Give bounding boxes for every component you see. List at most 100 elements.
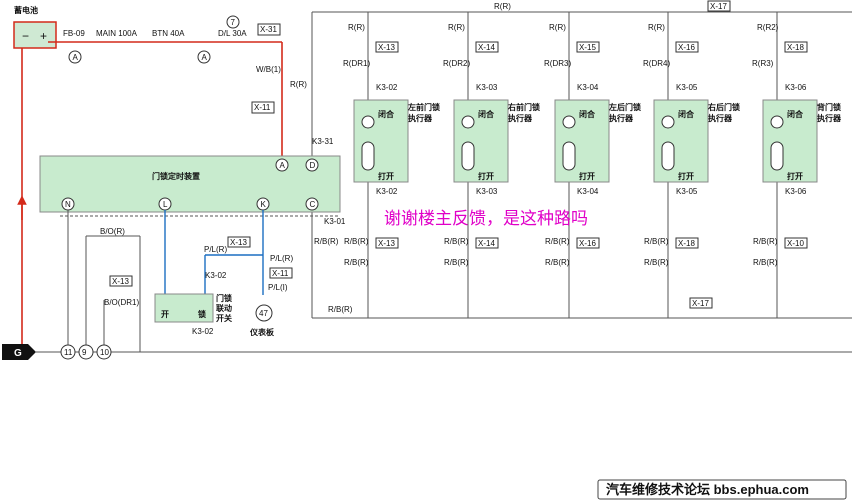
actuator-ktop: K3-06 bbox=[785, 83, 807, 92]
actuator-rtop: R(R) bbox=[648, 23, 665, 32]
actuator-close: 闭合 bbox=[678, 109, 695, 119]
actuator-4: R(R)R(DR4)K3-05闭合打开右后门锁执行器K3-05R/B(R)R/B… bbox=[643, 12, 740, 318]
actuator-rb2: R/B(R) bbox=[444, 258, 469, 267]
actuator-ktop: K3-05 bbox=[676, 83, 698, 92]
x13-left-box bbox=[109, 275, 133, 287]
door-lock-link-switch: 开 锁 门锁 联动 开关 bbox=[154, 293, 232, 323]
actuator-xtop: X-18 bbox=[787, 43, 804, 52]
actuator-rb: R/B(R) bbox=[545, 237, 570, 246]
actuator-ktop: K3-04 bbox=[577, 83, 599, 92]
wire-x11b: X-11 bbox=[272, 269, 289, 278]
actuator-xbot-box bbox=[675, 237, 699, 249]
wire-rr-left: R(R) bbox=[290, 80, 307, 89]
timer-pin-n: N bbox=[65, 200, 71, 209]
fuse-seven-circle bbox=[226, 15, 240, 29]
motor-icon bbox=[661, 115, 675, 129]
wire-bodr1: B/O(DR1) bbox=[104, 298, 139, 307]
battery-label: 蓄电池 bbox=[14, 5, 38, 15]
actuator-box bbox=[453, 99, 509, 183]
wire-k3-01: K3-01 bbox=[324, 217, 346, 226]
ground-label: G bbox=[14, 348, 22, 359]
footer-box bbox=[597, 479, 847, 500]
actuator-kbot: K3-06 bbox=[785, 187, 807, 196]
actuator-xtop-box bbox=[576, 41, 600, 53]
footer-text: 汽车维修技术论坛 bbs.ephua.com bbox=[606, 482, 809, 497]
motor-icon bbox=[770, 115, 784, 129]
battery-plus: + bbox=[40, 29, 47, 43]
timer-pin-c: C bbox=[310, 200, 316, 209]
actuator-rb: R/B(R) bbox=[644, 237, 669, 246]
actuator-close: 闭合 bbox=[378, 109, 395, 119]
wire-x13-mid: X-13 bbox=[230, 238, 247, 247]
actuator-xtop: X-16 bbox=[678, 43, 695, 52]
ground-connector bbox=[2, 344, 36, 360]
actuator-box bbox=[762, 99, 818, 183]
x31-box bbox=[257, 23, 281, 36]
wire-x17-bot: X-17 bbox=[692, 299, 709, 308]
wire-bor: B/O(R) bbox=[100, 227, 125, 236]
actuator-close: 闭合 bbox=[478, 109, 495, 119]
comment-text: 谢谢楼主反馈，是这种路吗 bbox=[384, 209, 588, 228]
actuator-rtop: R(R) bbox=[549, 23, 566, 32]
door-lock-timer: 门锁定时装置 N L K C A D bbox=[39, 155, 341, 213]
wire-k3-02a: K3-02 bbox=[205, 271, 227, 280]
wire-x13-left: X-13 bbox=[112, 277, 129, 286]
resistor-icon bbox=[361, 141, 375, 171]
actuator-kbot: K3-03 bbox=[476, 187, 498, 196]
actuator-rmid: R(DR3) bbox=[544, 59, 571, 68]
timer-pin-d: D bbox=[310, 161, 316, 170]
actuator-xbot: X-18 bbox=[678, 239, 695, 248]
actuator-3: R(R)R(DR3)K3-04闭合打开左后门锁执行器K3-04R/B(R)R/B… bbox=[544, 12, 641, 318]
actuator-xtop: X-14 bbox=[478, 43, 495, 52]
actuator-name1: 左前门锁 bbox=[407, 102, 440, 112]
actuator-rb2: R/B(R) bbox=[753, 258, 778, 267]
actuator-rmid: R(DR1) bbox=[343, 59, 370, 68]
left-wiring bbox=[67, 210, 852, 353]
actuator-xbot: X-16 bbox=[579, 239, 596, 248]
wire-rbr2: R/B(R) bbox=[314, 237, 339, 246]
actuator-kbot: K3-05 bbox=[676, 187, 698, 196]
resistor-icon bbox=[770, 141, 784, 171]
actuator-xbot-box bbox=[784, 237, 808, 249]
actuator-5: R(R2)R(R3)K3-06闭合打开背门锁执行器K3-06R/B(R)R/B(… bbox=[752, 12, 842, 318]
actuator-name2: 执行器 bbox=[817, 113, 842, 123]
actuator-close: 闭合 bbox=[579, 109, 596, 119]
bottom-pin-circle bbox=[60, 344, 76, 360]
actuator-rtop: R(R2) bbox=[757, 23, 779, 32]
timer-title: 门锁定时装置 bbox=[152, 171, 200, 181]
wire-k3-31: K3-31 bbox=[312, 137, 334, 146]
actuator-box bbox=[554, 99, 610, 183]
wire-k3-02b: K3-02 bbox=[192, 327, 214, 336]
x11a-box bbox=[251, 101, 275, 114]
actuator-xtop-box bbox=[675, 41, 699, 53]
resistor-icon bbox=[461, 141, 475, 171]
x31-label: X-31 bbox=[260, 25, 277, 34]
resistor-icon bbox=[562, 141, 576, 171]
bottom-pin-circle bbox=[96, 344, 112, 360]
actuator-xtop-box bbox=[784, 41, 808, 53]
blue-wiring bbox=[164, 210, 264, 296]
actuator-xbot: X-10 bbox=[787, 239, 804, 248]
actuator-rmid: R(DR2) bbox=[443, 59, 470, 68]
fuse-dl: D/L 30A bbox=[218, 29, 247, 38]
actuator-open: 打开 bbox=[678, 171, 694, 181]
wire-rr-top: R(R) bbox=[494, 2, 511, 11]
actuator-name1: 背门锁 bbox=[817, 102, 841, 112]
actuator-open: 打开 bbox=[579, 171, 595, 181]
x13-mid-box bbox=[227, 236, 251, 248]
actuator-xbot: X-13 bbox=[378, 239, 395, 248]
meter-label: 仪表板 bbox=[249, 327, 275, 337]
battery: 蓄电池 − + bbox=[13, 5, 57, 49]
fuse-a2: A bbox=[202, 53, 208, 62]
actuator-kbot: K3-04 bbox=[577, 187, 599, 196]
timer-pin-k: K bbox=[261, 200, 267, 209]
actuator-xtop-box bbox=[475, 41, 499, 53]
motor-icon bbox=[562, 115, 576, 129]
actuator-rtop: R(R) bbox=[348, 23, 365, 32]
switch-title2: 联动 bbox=[216, 303, 232, 313]
meter-num: 47 bbox=[259, 309, 268, 318]
actuator-rb2: R/B(R) bbox=[545, 258, 570, 267]
actuator-name1: 右后门锁 bbox=[707, 102, 740, 112]
actuator-name2: 执行器 bbox=[609, 113, 634, 123]
